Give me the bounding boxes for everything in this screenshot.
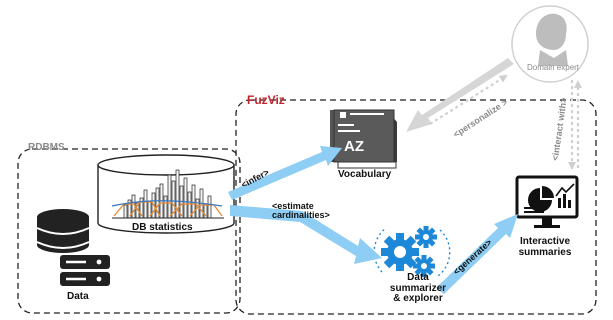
rdbms-group-box [17,148,241,314]
estimate-line-1: <estimate [272,201,314,211]
fuzviz-group-box [235,99,597,315]
interactive-summaries-line-2: summaries [518,246,572,258]
estimate-line-2: cardinalities> [272,210,330,221]
domain-expert-label: Domain expert [527,63,580,72]
vocabulary-book-icon [330,109,397,169]
vocabulary-book-letters: AZ [344,138,364,155]
summarizer-label-line-1: Data [407,272,429,283]
data-label: Data [67,291,89,302]
monitor-icon [515,175,579,228]
summarizer-label: Data summarizer & explorer [388,272,448,305]
estimate-cardinalities-label: <estimate cardinalities> [272,201,330,221]
interactive-summaries-line-1: Interactive [519,236,571,247]
vocabulary-label: Vocabulary [338,169,392,180]
interactive-summaries-label: Interactive summaries [510,236,580,258]
database-icon [36,209,90,253]
interact-with-arrows [429,74,582,170]
explore-cycle-arrows [373,227,451,277]
gears-icon [381,226,437,277]
db-statistics-label: DB statistics [132,222,193,233]
estimate-cardinalities-arrow [230,205,382,264]
fuzviz-group-label: FuzViz [247,93,285,107]
personalize-arrow [406,58,514,132]
domain-expert-icon [511,5,589,83]
server-icon [60,255,110,286]
generate-arrow [436,214,518,294]
summarizer-label-line-2: summarizer [389,282,447,294]
rdbms-group-label: RDBMS [28,142,65,153]
summarizer-label-line-3: & explorer [393,293,443,304]
fuzzy-membership-curves [111,200,224,219]
infer-arrow [228,146,342,200]
